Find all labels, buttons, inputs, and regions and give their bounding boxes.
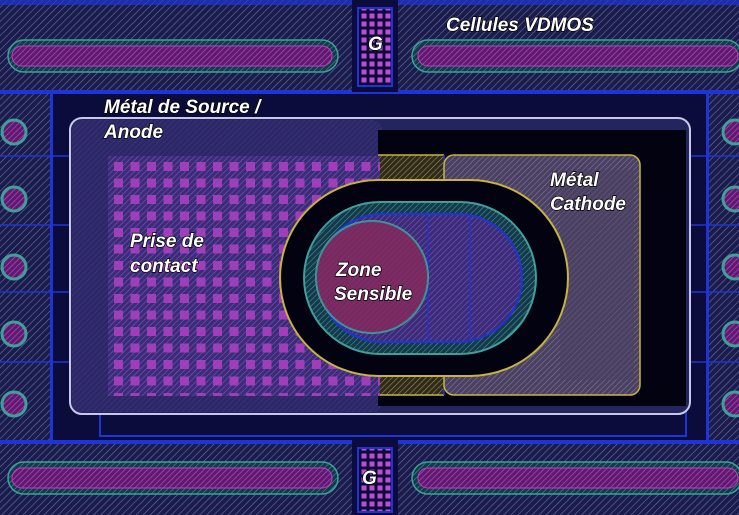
- cells-label: Cellules VDMOS: [446, 15, 594, 36]
- sensitive-zone: [315, 220, 429, 334]
- contact-label-line2: contact: [130, 256, 198, 277]
- gate-pad-bottom: [352, 440, 398, 515]
- vdmos-cells-right: [706, 94, 739, 440]
- gate-label-bottom: G: [362, 468, 377, 489]
- zone-label-line1: Zone: [335, 260, 382, 281]
- gate-pad-top: [352, 0, 398, 92]
- contact-label-line1: Prise de: [130, 231, 204, 252]
- source-label-line2: Anode: [103, 122, 164, 143]
- zone-label-line2: Sensible: [334, 284, 413, 305]
- cathode-label-line1: Métal: [550, 170, 599, 191]
- gate-label-top: G: [368, 34, 383, 55]
- source-label-line1: Métal de Source /: [104, 97, 262, 118]
- cathode-label-line2: Cathode: [550, 194, 626, 215]
- vdmos-cells-left: [0, 94, 53, 440]
